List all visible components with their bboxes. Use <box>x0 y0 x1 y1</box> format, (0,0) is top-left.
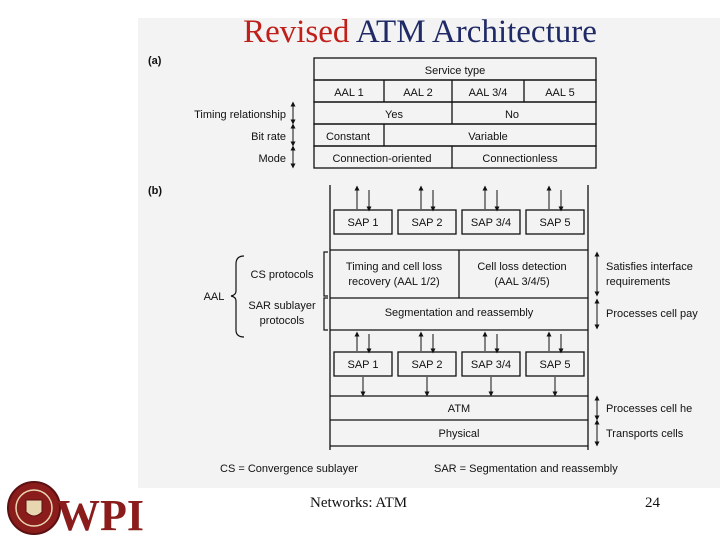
top-sap-arrows <box>354 185 564 212</box>
mode-connection-oriented: Connection-oriented <box>332 153 431 165</box>
sap-box-top-2 <box>397 209 457 235</box>
processes-header-label: Processes cell he <box>606 403 692 415</box>
timing-yes: Yes <box>385 109 403 121</box>
sap-bottom-5: SAP 5 <box>540 359 571 371</box>
wpi-wordmark: WPI <box>56 491 144 540</box>
legend-sar: SAR = Segmentation and reassembly <box>434 463 618 475</box>
sar-protocols-line2: protocols <box>260 315 305 327</box>
physical-layer-label: Physical <box>439 428 480 440</box>
service-type-table <box>313 57 597 169</box>
part-b-label: (b) <box>148 185 162 197</box>
sar-bracket <box>323 297 328 331</box>
sar-layer-label: Segmentation and reassembly <box>385 307 534 319</box>
footer-course: Networks: ATM <box>310 495 408 511</box>
aal-type-5: AAL 5 <box>545 87 575 99</box>
bottom-sap-arrows <box>354 331 564 397</box>
sap-top-5: SAP 5 <box>540 217 571 229</box>
page-number: 24 <box>645 495 660 511</box>
timing-no: No <box>505 109 519 121</box>
sar-protocols-line1: SAR sublayer <box>248 300 316 312</box>
cs-right-line1: Cell loss detection <box>477 261 566 273</box>
slide-title: Revised ATM Architecture <box>0 14 720 51</box>
cs-left-line1: Timing and cell loss <box>346 261 443 273</box>
bit-rate-constant: Constant <box>326 131 370 143</box>
atm-layer-label: ATM <box>448 403 470 415</box>
row-label-bit-rate: Bit rate <box>251 131 286 143</box>
top-sap-boxes <box>333 209 585 235</box>
sap-top-1: SAP 1 <box>348 217 379 229</box>
sap-box-bottom-5 <box>525 351 585 377</box>
cs-protocols-label: CS protocols <box>251 269 314 281</box>
bottom-sap-boxes <box>333 351 585 377</box>
title-atm-architecture: ATM Architecture <box>355 14 597 50</box>
title-revised: Revised <box>243 14 350 50</box>
aal-type-1: AAL 1 <box>334 87 364 99</box>
sap-box-bottom-1 <box>333 351 393 377</box>
cs-left-line2: recovery (AAL 1/2) <box>348 276 439 288</box>
cs-right-line2: (AAL 3/4/5) <box>494 276 549 288</box>
sap-box-bottom-3-4 <box>461 351 521 377</box>
satisfies-line2: requirements <box>606 276 671 288</box>
aal-label: AAL <box>204 291 225 303</box>
aal-brace <box>230 255 245 338</box>
processes-payload-label: Processes cell pay <box>606 308 698 320</box>
legend-cs: CS = Convergence sublayer <box>220 463 358 475</box>
sap-box-top-3-4 <box>461 209 521 235</box>
satisfies-line1: Satisfies interface <box>606 261 693 273</box>
sap-bottom-2: SAP 2 <box>412 359 443 371</box>
aal-braces <box>230 251 328 338</box>
scanned-figure-background <box>138 18 720 488</box>
sap-box-top-5 <box>525 209 585 235</box>
row-label-mode: Mode <box>258 153 286 165</box>
mode-connectionless: Connectionless <box>482 153 558 165</box>
sap-top-3-4: SAP 3/4 <box>471 217 511 229</box>
wpi-logo: WPI <box>7 481 144 540</box>
sap-bottom-1: SAP 1 <box>348 359 379 371</box>
aal-type-3-4: AAL 3/4 <box>469 87 508 99</box>
sap-top-2: SAP 2 <box>412 217 443 229</box>
sap-box-bottom-2 <box>397 351 457 377</box>
aal-type-2: AAL 2 <box>403 87 433 99</box>
transports-cells-label: Transports cells <box>606 428 684 440</box>
sap-box-top-1 <box>333 209 393 235</box>
service-type-header: Service type <box>425 65 486 77</box>
part-a-label: (a) <box>148 55 162 67</box>
cs-bracket <box>323 251 328 297</box>
row-label-timing: Timing relationship <box>194 109 286 121</box>
bit-rate-variable: Variable <box>468 131 508 143</box>
sap-bottom-3-4: SAP 3/4 <box>471 359 511 371</box>
protocol-stack-frame <box>329 185 589 450</box>
